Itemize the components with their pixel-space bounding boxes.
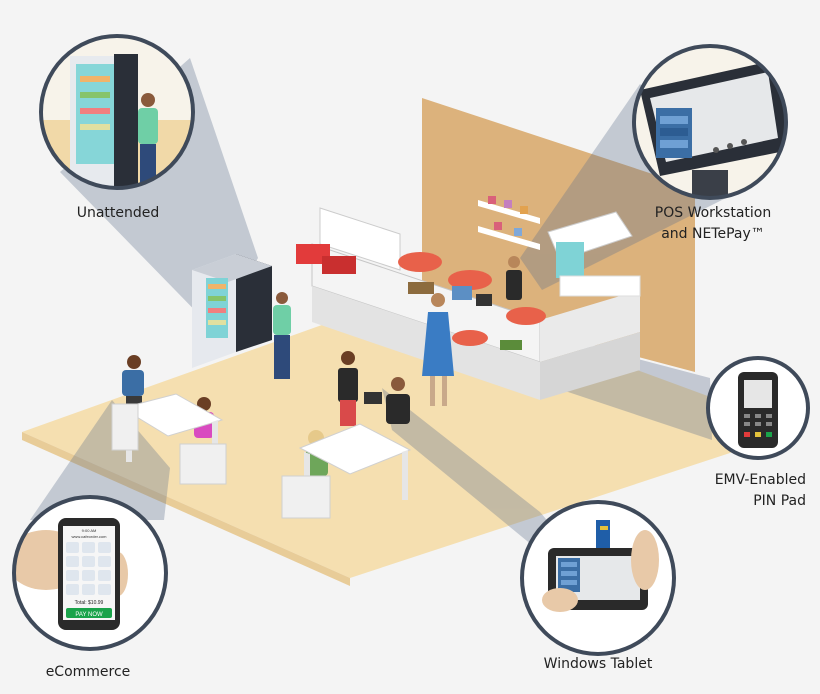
person-seated-tablet bbox=[386, 377, 410, 424]
person-cashier bbox=[506, 256, 522, 300]
person-waitress bbox=[338, 351, 382, 426]
label-ecommerce-text: eCommerce bbox=[45, 664, 131, 680]
pay-now-label: PAY NOW bbox=[75, 612, 103, 618]
label-pos-line2: and NETePay™ bbox=[661, 226, 765, 242]
windows-tablet-callout-circle bbox=[520, 500, 676, 656]
floor-edge bbox=[22, 432, 350, 586]
phone-status-bar: 9:00 AM bbox=[82, 528, 97, 533]
food-counter bbox=[296, 207, 641, 400]
label-pos-line1: POS Workstation bbox=[654, 205, 772, 221]
label-ecommerce: eCommerce bbox=[30, 662, 146, 683]
label-unattended-text: Unattended bbox=[76, 205, 160, 221]
label-unattended: Unattended bbox=[66, 203, 170, 224]
unattended-callout-circle bbox=[39, 34, 195, 190]
label-emv-pin-pad: EMV-Enabled PIN Pad bbox=[680, 470, 806, 512]
pay-now-button bbox=[66, 608, 112, 618]
label-windows-tablet: Windows Tablet bbox=[530, 654, 666, 675]
pos-workstation-callout-circle bbox=[632, 44, 788, 200]
wall-shelves bbox=[478, 196, 540, 250]
phone-url: www.cafeorder.com bbox=[72, 534, 108, 539]
emv-pin-pad-callout-circle bbox=[706, 356, 810, 460]
person-server bbox=[422, 293, 454, 406]
label-pos-workstation: POS Workstation and NETePay™ bbox=[640, 203, 786, 245]
person-vending bbox=[273, 292, 291, 379]
label-windows-tablet-text: Windows Tablet bbox=[543, 656, 653, 672]
ecommerce-callout-circle: 9:00 AM www.cafeorder.com Total: $10.99 … bbox=[12, 495, 168, 651]
label-emv-line2: PIN Pad bbox=[753, 493, 806, 509]
vending-machine bbox=[192, 254, 272, 368]
menu-item-grid bbox=[66, 542, 111, 595]
label-emv-line1: EMV-Enabled bbox=[714, 472, 806, 488]
phone-total: Total: $10.99 bbox=[75, 600, 104, 606]
beam-unattended bbox=[60, 58, 258, 330]
tables bbox=[111, 393, 412, 519]
